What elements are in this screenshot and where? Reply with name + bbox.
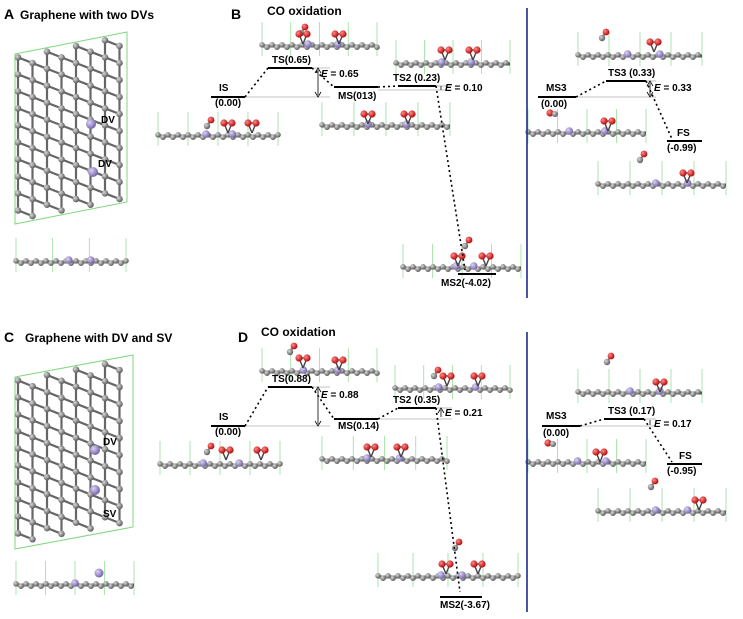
panel-a-letter: A — [4, 6, 15, 22]
b-e3-label: E = 0.33 — [654, 83, 692, 94]
structure-ts3-b — [575, 28, 703, 66]
graphene-side-view-c — [13, 561, 135, 595]
b-ms-label: MS(013) — [338, 91, 377, 102]
d-ms3-label: MS3 — [546, 411, 567, 422]
b-e2-label: E = 0.10 — [445, 83, 483, 94]
structure-is-d — [157, 441, 283, 475]
d-is-label: IS — [219, 412, 229, 423]
panel-d-title: CO oxidation — [261, 325, 336, 339]
b-ms3-value: (0.00) — [541, 99, 568, 110]
structure-ts2-d — [392, 365, 513, 399]
d-ms-label: MS(0.14) — [338, 421, 380, 432]
molecular-structures — [13, 22, 727, 595]
panel-c-dv-label: DV — [103, 437, 117, 448]
structure-ms-b — [319, 102, 451, 136]
b-ms3-label: MS3 — [546, 83, 567, 94]
graphene-side-view-a — [13, 238, 129, 272]
panel-c-sv-label: SV — [103, 509, 117, 520]
structure-ms3-b — [525, 109, 647, 143]
b-ts2-label: TS2 (0.23) — [393, 73, 441, 84]
d-ts2-label: TS2 (0.35) — [393, 395, 441, 406]
b-ts3-label: TS3 (0.33) — [608, 68, 656, 79]
b-ms2-label: MS2(-4.02) — [441, 278, 492, 289]
panel-a-dv1-label: DV — [101, 115, 115, 126]
d-e1-label: E = 0.88 — [321, 390, 359, 401]
b-is-value: (0.00) — [215, 98, 242, 109]
panel-d-letter: D — [238, 329, 249, 345]
b-fs-label: FS — [677, 128, 690, 139]
energy-diagram-d — [211, 386, 702, 598]
d-e2-label: E = 0.21 — [445, 408, 483, 419]
panel-c-title: Graphene with DV and SV — [25, 331, 173, 345]
energy-diagram-b — [211, 67, 702, 275]
structure-fs-d — [595, 477, 727, 522]
graphene-top-view-c — [14, 354, 134, 550]
structure-is-b — [155, 112, 281, 146]
structure-ts-d — [259, 342, 380, 382]
b-e1-label: E = 0.65 — [321, 69, 359, 80]
structure-ms-d — [319, 436, 450, 470]
structure-ms2-d — [375, 538, 521, 587]
panel-b-letter: B — [231, 6, 242, 22]
d-ts3-label: TS3 (0.17) — [608, 406, 656, 417]
d-ms2-label: MS2(-3.67) — [440, 600, 491, 611]
d-fs-value: (-0.95) — [667, 466, 697, 477]
b-fs-value: (-0.99) — [667, 143, 697, 154]
structure-ts3-d — [575, 352, 703, 403]
d-ms3-value: (0.00) — [543, 428, 570, 439]
d-fs-label: FS — [679, 451, 692, 462]
structure-ts2-b — [393, 40, 511, 74]
panel-c-letter: C — [4, 329, 15, 345]
panel-b-title: CO oxidation — [267, 4, 342, 18]
panel-a-title: Graphene with two DVs — [20, 8, 155, 22]
panel-a-dv2-label: DV — [98, 159, 112, 170]
structure-fs-b — [595, 150, 727, 195]
structure-ts-b — [259, 22, 380, 56]
b-ts-label: TS(0.65) — [272, 55, 311, 66]
structure-ms3-d — [525, 439, 647, 473]
d-e3-label: E = 0.17 — [654, 419, 692, 430]
b-is-label: IS — [219, 83, 229, 94]
structure-ms2-b — [400, 236, 522, 278]
graphene-top-view-a — [14, 31, 128, 225]
d-ts-label: TS(0.88) — [272, 374, 311, 385]
d-is-value: (0.00) — [215, 427, 242, 438]
